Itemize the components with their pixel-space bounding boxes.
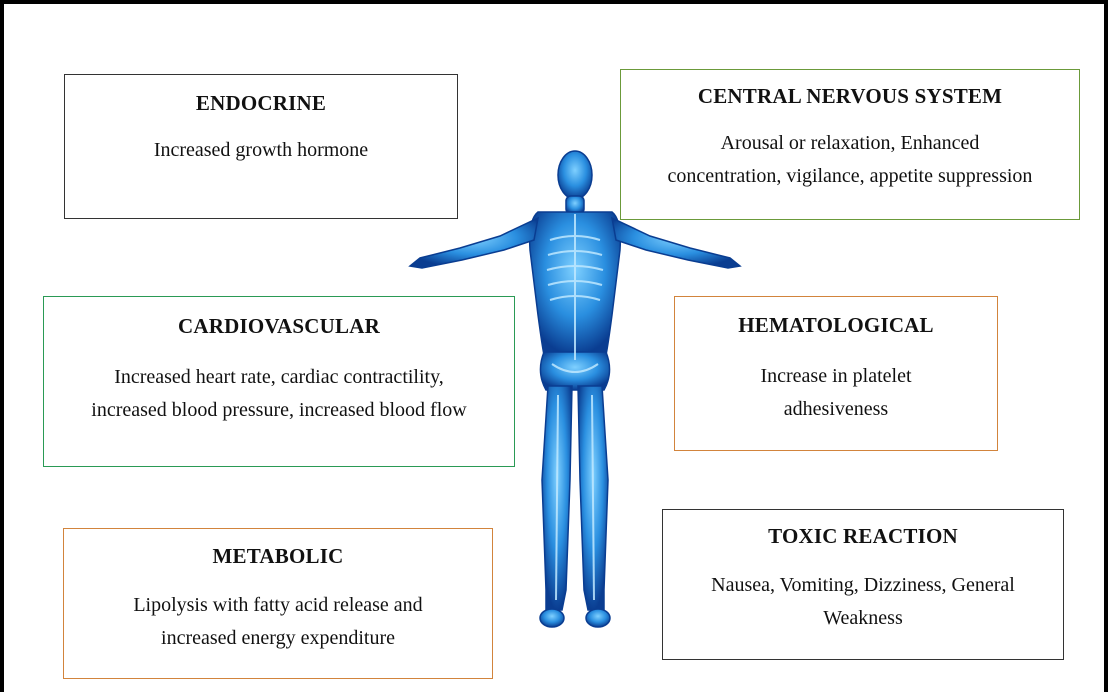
metabolic-title: METABOLIC	[213, 544, 344, 569]
metabolic-box: METABOLIC Lipolysis with fatty acid rele…	[63, 528, 493, 679]
cardiovascular-line-1: Increased heart rate, cardiac contractil…	[114, 361, 444, 394]
cns-line-1: Arousal or relaxation, Enhanced	[721, 127, 980, 160]
cardiovascular-line-2: increased blood pressure, increased bloo…	[91, 394, 466, 427]
endocrine-title: ENDOCRINE	[196, 91, 326, 116]
metabolic-line-2: increased energy expenditure	[161, 622, 395, 655]
hematological-title: HEMATOLOGICAL	[738, 313, 934, 338]
endocrine-box: ENDOCRINE Increased growth hormone	[64, 74, 458, 219]
cns-box: CENTRAL NERVOUS SYSTEM Arousal or relaxa…	[620, 69, 1080, 220]
toxic-reaction-title: TOXIC REACTION	[768, 524, 958, 549]
metabolic-line-1: Lipolysis with fatty acid release and	[133, 589, 422, 622]
toxic-reaction-line-2: Weakness	[823, 602, 902, 635]
hematological-line-1: Increase in platelet	[760, 360, 911, 393]
hematological-box: HEMATOLOGICAL Increase in platelet adhes…	[674, 296, 998, 451]
hematological-line-2: adhesiveness	[784, 393, 888, 426]
toxic-reaction-box: TOXIC REACTION Nausea, Vomiting, Dizzine…	[662, 509, 1064, 660]
cns-line-2: concentration, vigilance, appetite suppr…	[668, 160, 1033, 193]
toxic-reaction-line-1: Nausea, Vomiting, Dizziness, General	[711, 569, 1015, 602]
cardiovascular-box: CARDIOVASCULAR Increased heart rate, car…	[43, 296, 515, 467]
endocrine-line-1: Increased growth hormone	[154, 134, 368, 167]
cardiovascular-title: CARDIOVASCULAR	[178, 314, 380, 339]
cns-title: CENTRAL NERVOUS SYSTEM	[698, 84, 1002, 109]
